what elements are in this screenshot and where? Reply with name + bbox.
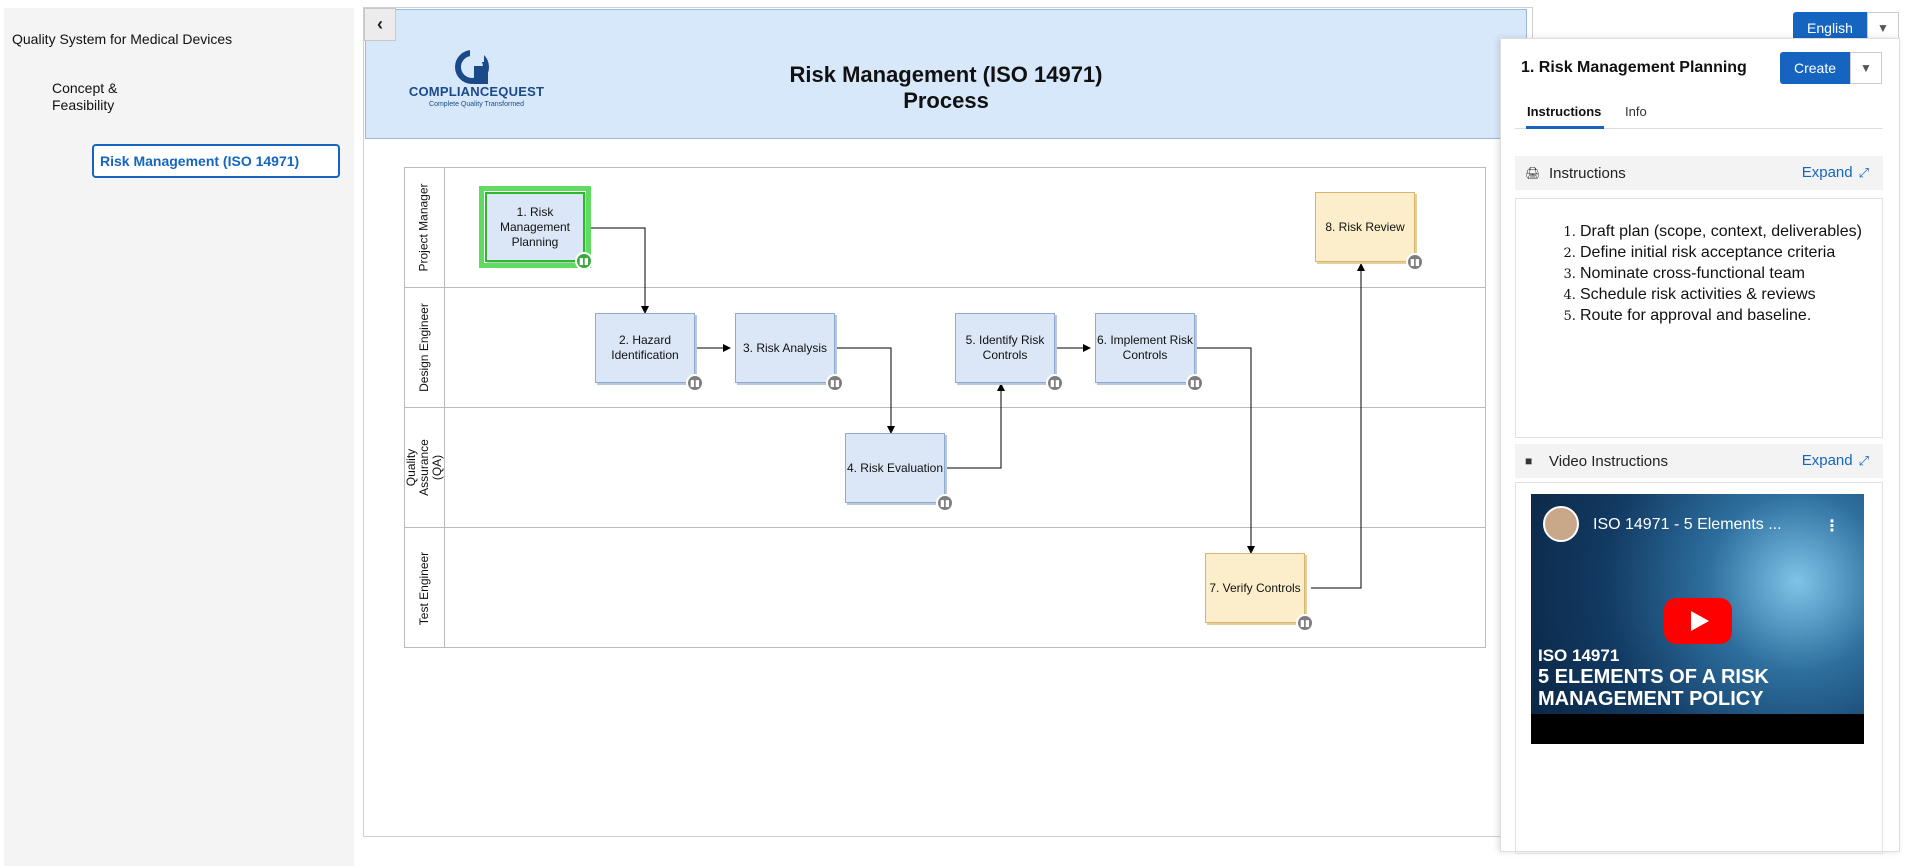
lane-label: Test Engineer (417, 551, 432, 625)
play-button[interactable] (1664, 598, 1732, 644)
expand-label: Expand (1801, 164, 1853, 181)
step-label: 6. Implement Risk Controls (1096, 333, 1194, 362)
book-icon[interactable]: ▮▮ (826, 374, 844, 392)
logo-brand-part2: QUEST (498, 84, 545, 99)
lane-label: Project Manager (417, 183, 432, 272)
book-icon[interactable]: ▮▮ (1186, 374, 1204, 392)
instructions-icon: 🖨 (1525, 166, 1541, 180)
chevron-left-icon: ‹ (377, 14, 383, 34)
book-icon[interactable]: ▮▮ (1046, 374, 1064, 392)
channel-avatar[interactable] (1543, 506, 1579, 542)
more-options-icon[interactable]: ⋮ (1824, 518, 1840, 535)
process-title: Risk Management (ISO 14971) Process (789, 62, 1103, 113)
step-label: 8. Risk Review (1325, 219, 1405, 234)
step-risk-evaluation[interactable]: 4. Risk Evaluation ▮▮ (845, 433, 954, 512)
tree-item-risk-management[interactable]: Risk Management (ISO 14971) (92, 144, 340, 178)
tree-item-quality-system[interactable]: Quality System for Medical Devices (12, 31, 233, 47)
section-title: Video Instructions (1549, 452, 1668, 470)
step-risk-management-planning[interactable]: 1. Risk Management Planning ▮▮ (479, 186, 593, 270)
step-label: 3. Risk Analysis (742, 340, 828, 355)
process-canvas: COMPLIANCEQUEST Complete Quality Transfo… (363, 7, 1533, 837)
book-icon[interactable]: ▮▮ (1296, 614, 1314, 632)
book-icon[interactable]: ▮▮ (686, 374, 704, 392)
process-tree-panel: Quality System for Medical Devices Conce… (4, 8, 354, 866)
step-label: 2. Hazard Identification (611, 333, 679, 362)
panel-tabs: Instructions Info (1515, 95, 1883, 129)
lane-quality-assurance: Quality Assurance (QA) (404, 408, 1485, 528)
collapse-sidebar-button[interactable]: ‹ (364, 8, 396, 41)
create-dropdown-toggle[interactable]: ▼ (1850, 52, 1882, 84)
caret-down-icon: ▼ (1877, 21, 1889, 35)
video-content: ISO 14971 - 5 Elements ... ⋮ ISO 14971 5… (1515, 482, 1883, 854)
step-label: 1. Risk Management Planning (499, 204, 571, 249)
book-icon[interactable]: ▮▮ (1406, 253, 1424, 271)
instructions-content: Draft plan (scope, context, deliverables… (1515, 198, 1883, 438)
step-implement-risk-controls[interactable]: 6. Implement Risk Controls ▮▮ (1095, 313, 1204, 392)
logo-mark-icon (455, 50, 489, 84)
expand-instructions-button[interactable]: Expand ⤢ (1802, 164, 1869, 181)
tab-info[interactable]: Info (1625, 104, 1647, 119)
video-player[interactable]: ISO 14971 - 5 Elements ... ⋮ ISO 14971 5… (1531, 494, 1864, 744)
video-title[interactable]: ISO 14971 - 5 Elements ... (1593, 516, 1782, 533)
video-caption-line1: ISO 14971 (1538, 646, 1620, 665)
instruction-item: Nominate cross-functional team (1580, 263, 1870, 284)
lane-design-engineer: Design Engineer (405, 288, 1485, 408)
step-detail-panel: 1. Risk Management Planning Create ▼ Ins… (1500, 38, 1900, 854)
process-header: COMPLIANCEQUEST Complete Quality Transfo… (365, 9, 1527, 139)
lane-test-engineer: Test Engineer (405, 528, 1485, 648)
step-verify-controls[interactable]: 7. Verify Controls ▮▮ (1205, 553, 1314, 632)
expand-video-button[interactable]: Expand ⤢ (1802, 452, 1869, 469)
play-icon (1691, 611, 1709, 631)
compliancequest-logo: COMPLIANCEQUEST Complete Quality Transfo… (404, 50, 549, 110)
instruction-item: Define initial risk acceptance criteria (1580, 242, 1870, 263)
video-camera-icon: ■ (1525, 454, 1533, 468)
lane-label: Design Engineer (417, 303, 432, 392)
instructions-list: Draft plan (scope, context, deliverables… (1580, 221, 1870, 326)
lane-project-manager: Project Manager (405, 168, 1485, 288)
section-title: Instructions (1549, 164, 1626, 182)
instruction-item: Route for approval and baseline. (1580, 305, 1870, 326)
swimlane-diagram: Project Manager Design Engineer Quality … (404, 167, 1486, 648)
lane-label: Quality Assurance (QA) (404, 439, 444, 496)
create-button[interactable]: Create (1780, 52, 1850, 84)
step-label: 4. Risk Evaluation (846, 460, 944, 475)
step-label: 5. Identify Risk Controls (965, 333, 1045, 362)
step-hazard-identification[interactable]: 2. Hazard Identification ▮▮ (595, 313, 704, 392)
step-risk-analysis[interactable]: 3. Risk Analysis ▮▮ (735, 313, 844, 392)
tab-instructions[interactable]: Instructions (1526, 95, 1604, 129)
expand-icon: ⤢ (1858, 453, 1869, 468)
logo-tagline: Complete Quality Transformed (429, 101, 524, 108)
instruction-item: Schedule risk activities & reviews (1580, 284, 1870, 305)
video-caption-line2: 5 ELEMENTS OF A RISK MANAGEMENT POLICY (1538, 666, 1769, 710)
step-risk-review[interactable]: 8. Risk Review ▮▮ (1315, 192, 1424, 271)
panel-title: 1. Risk Management Planning (1521, 59, 1747, 76)
instructions-section-header: 🖨 Instructions Expand ⤢ (1515, 156, 1883, 190)
tree-item-concept-feasibility[interactable]: Concept & Feasibility (52, 80, 118, 113)
instruction-item: Draft plan (scope, context, deliverables… (1580, 221, 1870, 242)
video-section-header: ■ Video Instructions Expand ⤢ (1515, 444, 1883, 478)
expand-icon: ⤢ (1858, 165, 1869, 180)
expand-label: Expand (1801, 452, 1853, 469)
book-icon[interactable]: ▮▮ (936, 494, 954, 512)
book-icon[interactable]: ▮▮ (575, 252, 593, 270)
step-identify-risk-controls[interactable]: 5. Identify Risk Controls ▮▮ (955, 313, 1064, 392)
caret-down-icon: ▼ (1860, 61, 1872, 75)
logo-brand-part1: COMPLIANCE (408, 84, 499, 99)
step-label: 7. Verify Controls (1209, 580, 1301, 595)
